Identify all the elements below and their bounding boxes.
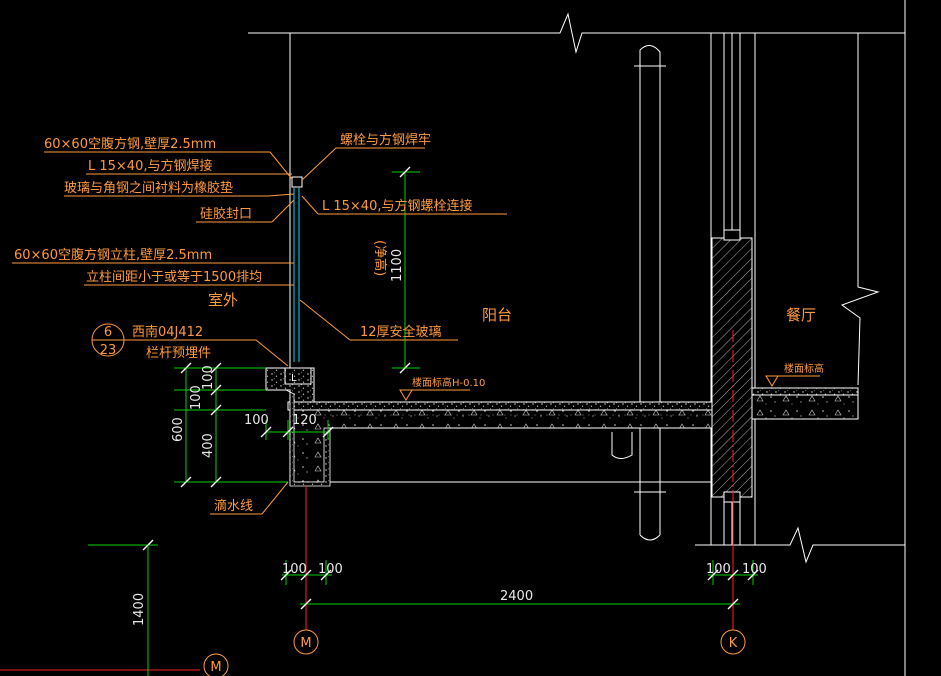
note-drip-line: 滴水线 xyxy=(214,498,253,514)
column-cap-bottom xyxy=(723,491,741,503)
dining-screed xyxy=(751,387,859,396)
note-glass-gasket: 玻璃与角钢之间衬料为橡胶垫 xyxy=(64,180,233,196)
label-dining-level: 楼面标高 xyxy=(784,362,824,375)
dim-slab-120: 120 xyxy=(292,413,317,428)
dining-slab xyxy=(751,394,859,420)
bottom-break-line xyxy=(695,526,905,564)
dim-total-600: 600 xyxy=(171,417,186,442)
parapet-edge xyxy=(285,389,331,487)
dim-lower-1400: 1400 xyxy=(132,593,147,626)
column-cap-top xyxy=(723,229,741,241)
note-bolt-weld: 螺栓与方钢焊牢 xyxy=(340,132,431,148)
note-post-spacing: 立柱间距小于或等于1500排均 xyxy=(86,269,262,285)
axis-k-bubble xyxy=(720,629,746,655)
axis-m2-bubble xyxy=(203,653,229,676)
dim-m-left: 100 xyxy=(282,562,307,577)
structural-slab xyxy=(289,409,713,483)
dim-span: 2400 xyxy=(500,589,533,604)
detail-index-bottom: 23 xyxy=(100,343,117,358)
right-break-line xyxy=(840,33,880,386)
glass-railing: L xyxy=(284,176,312,385)
label-outdoor: 室外 xyxy=(208,291,238,309)
note-safety-glass: 12厚安全玻璃 xyxy=(360,324,442,340)
downpipe xyxy=(639,45,661,541)
note-angle-bolt: L 15×40,与方钢螺栓连接 xyxy=(322,198,472,214)
axis-m-bubble xyxy=(293,629,319,655)
label-balcony-level: 楼面标高H-0.10 xyxy=(412,376,485,389)
dimension-ticks xyxy=(142,166,759,610)
balcony-slab xyxy=(265,229,859,503)
dim-up-100: 100 xyxy=(201,365,216,390)
note-embedded-part: 栏杆预埋件 xyxy=(146,346,211,361)
note-silicone-seal: 硅胶封口 xyxy=(200,206,252,222)
axis-k-label: K xyxy=(729,636,738,651)
detail-index-top: 6 xyxy=(104,325,112,340)
axis-m2-label: M xyxy=(210,660,221,675)
top-break-line xyxy=(248,12,905,54)
note-clear-height: (净高) xyxy=(372,240,388,276)
bottom-shoe xyxy=(284,367,312,385)
floor-screed xyxy=(287,401,713,411)
detail-index-symbol: 6 23 xyxy=(91,323,125,358)
axis-bubbles xyxy=(203,629,746,676)
axis-m-label: M xyxy=(300,636,311,651)
dim-k-right: 100 xyxy=(742,562,767,577)
note-detail-ref: 西南04J412 xyxy=(132,324,203,340)
floor-drain xyxy=(611,432,633,459)
leader-lines xyxy=(12,147,820,515)
label-dining: 餐厅 xyxy=(786,306,816,324)
dim-left-100: 100 xyxy=(244,413,269,428)
axis-lines xyxy=(0,486,734,671)
top-rail xyxy=(291,176,303,188)
level-marker-dining xyxy=(765,375,779,387)
dim-lower-400: 400 xyxy=(201,433,216,458)
dim-k-left: 100 xyxy=(706,562,731,577)
structure-lines xyxy=(248,0,906,676)
dim-mid-100: 100 xyxy=(189,385,204,410)
beam-column xyxy=(711,237,753,498)
level-marker-balcony xyxy=(399,389,413,401)
dim-m-right: 100 xyxy=(318,562,343,577)
dim-rail-height: 1100 xyxy=(390,249,405,282)
note-angle-weld: L 15×40,与方钢焊接 xyxy=(88,158,212,174)
note-post: 60×60空腹方钢立柱,壁厚2.5mm xyxy=(14,247,212,263)
svg-text:L: L xyxy=(291,373,297,384)
label-balcony: 阳台 xyxy=(482,306,512,324)
note-tube-rail: 60×60空腹方钢,壁厚2.5mm xyxy=(44,136,216,152)
